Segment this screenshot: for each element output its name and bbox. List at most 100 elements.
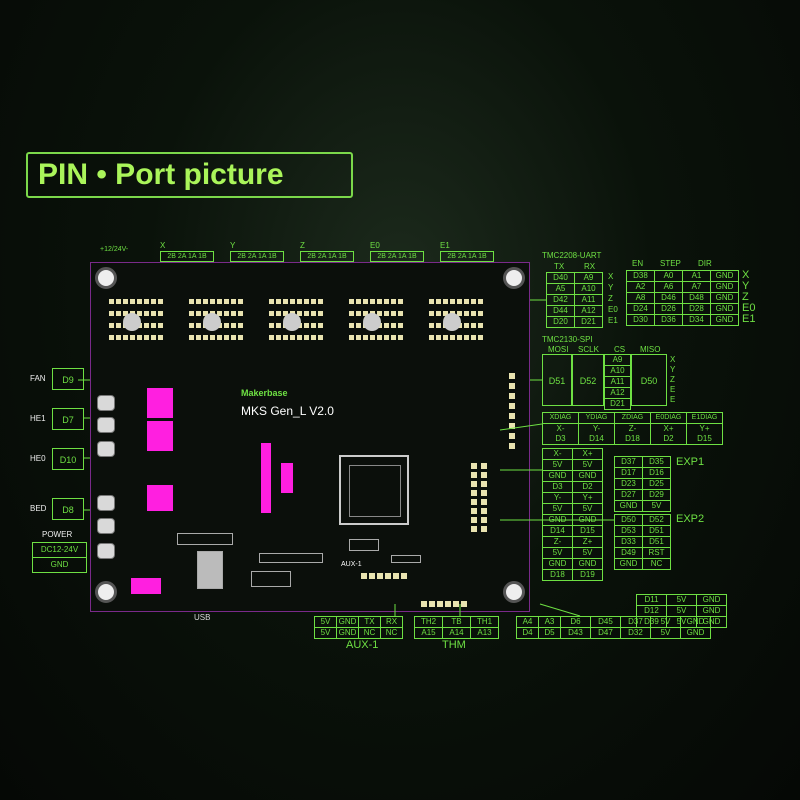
socket-pin: [464, 323, 469, 328]
header-pin: [509, 413, 515, 419]
exp1-cell: D29: [643, 490, 671, 501]
stepdir-cell: D34: [683, 315, 711, 326]
header-pin: [471, 499, 477, 505]
mount-hole: [95, 267, 117, 289]
aux-cell: GND: [337, 617, 359, 628]
socket-pin: [370, 335, 375, 340]
exp2-cell: D53: [615, 526, 643, 537]
bottom-right-cell: GND: [697, 617, 727, 628]
stepdir-cell: A2: [627, 282, 655, 293]
thm-cell: A13: [471, 628, 499, 639]
crystal: [349, 539, 379, 551]
socket-pin: [297, 299, 302, 304]
spi-cs-cell: A9: [605, 355, 631, 366]
socket-pin: [217, 311, 222, 316]
endstop-cell: D15: [573, 526, 603, 537]
socket-pin: [436, 299, 441, 304]
stepdir-cell: A7: [683, 282, 711, 293]
thm-label: THM: [442, 639, 466, 651]
stepdir-cell: GND: [711, 282, 739, 293]
aux-cell: TX: [359, 617, 381, 628]
mount-hole: [503, 581, 525, 603]
socket-pin: [304, 299, 309, 304]
socket-pin: [203, 335, 208, 340]
stepdir-cell: D48: [683, 293, 711, 304]
socket-pin: [158, 335, 163, 340]
socket-pin: [276, 299, 281, 304]
header-pin: [445, 601, 451, 607]
socket-pin: [429, 335, 434, 340]
socket-pin: [450, 299, 455, 304]
header-pin: [369, 573, 375, 579]
socket-pin: [377, 311, 382, 316]
exp2-cell: RST: [643, 548, 671, 559]
thm-cell: A15: [415, 628, 443, 639]
socket-pin: [384, 299, 389, 304]
stepdir-cell: D28: [683, 304, 711, 315]
header-pin: [509, 403, 515, 409]
driver-pad: [443, 313, 461, 331]
header-pin: [481, 499, 487, 505]
socket-pin: [297, 335, 302, 340]
sclk-header: SCLK: [578, 345, 599, 354]
header-pin: [481, 481, 487, 487]
mosfet-pad: [147, 388, 173, 418]
socket-pin: [109, 299, 114, 304]
socket-pin: [231, 299, 236, 304]
bottom-right-cell: GND: [681, 628, 711, 639]
header-pin: [471, 526, 477, 532]
header-pin: [481, 508, 487, 514]
en-header: EN: [632, 259, 644, 268]
driver-pad: [203, 313, 221, 331]
header-pin: [471, 463, 477, 469]
endstop-cell: 5V: [573, 504, 603, 515]
exp2-label: EXP2: [676, 513, 705, 525]
exp1-cell: D37: [615, 457, 643, 468]
socket-pin: [158, 299, 163, 304]
left-port-label: FAN: [30, 374, 46, 383]
spi-title: TMC2130-SPI: [542, 335, 593, 344]
socket-pin: [363, 335, 368, 340]
uart-tx-header: TX: [554, 262, 565, 271]
spi-axis: E: [670, 385, 676, 394]
uart-axis: X: [608, 272, 614, 281]
aux-label: AUX-1: [346, 639, 379, 651]
socket-pin: [356, 335, 361, 340]
socket-pin: [238, 299, 243, 304]
header-pin: [481, 463, 487, 469]
header-pin: [481, 526, 487, 532]
socket-pin: [311, 311, 316, 316]
stepdir-cell: GND: [711, 315, 739, 326]
bottom-right-cell: D43: [561, 628, 591, 639]
driver-pad: [123, 313, 141, 331]
terminal: [97, 395, 115, 411]
exp2-cell: D49: [615, 548, 643, 559]
socket-pin: [384, 323, 389, 328]
thm-cell: TH2: [415, 617, 443, 628]
bottom-right-cell: A4: [517, 617, 539, 628]
socket-pin: [464, 311, 469, 316]
socket-pin: [290, 335, 295, 340]
header-pin: [509, 433, 515, 439]
diag-header: ZDIAG: [615, 413, 651, 424]
socket-pin: [457, 299, 462, 304]
socket-pin: [370, 299, 375, 304]
stepdir-cell: D38: [627, 271, 655, 282]
uart-axis: E1: [608, 316, 618, 325]
uart-cell: A11: [575, 295, 603, 306]
endstop-cell: 5V: [543, 548, 573, 559]
left-port-label: HE1: [30, 414, 46, 423]
motor-pin-header: 2B 2A 1A 1B: [440, 251, 494, 262]
power-gnd: GND: [33, 558, 87, 573]
voltage-label: +12/24V-: [100, 246, 129, 253]
bottom-right-cell: D37: [621, 617, 651, 628]
header-pin: [471, 472, 477, 478]
uart-axis: Y: [608, 283, 614, 292]
mount-hole: [503, 267, 525, 289]
socket-pin: [269, 335, 274, 340]
aux-cell: 5V: [315, 628, 337, 639]
